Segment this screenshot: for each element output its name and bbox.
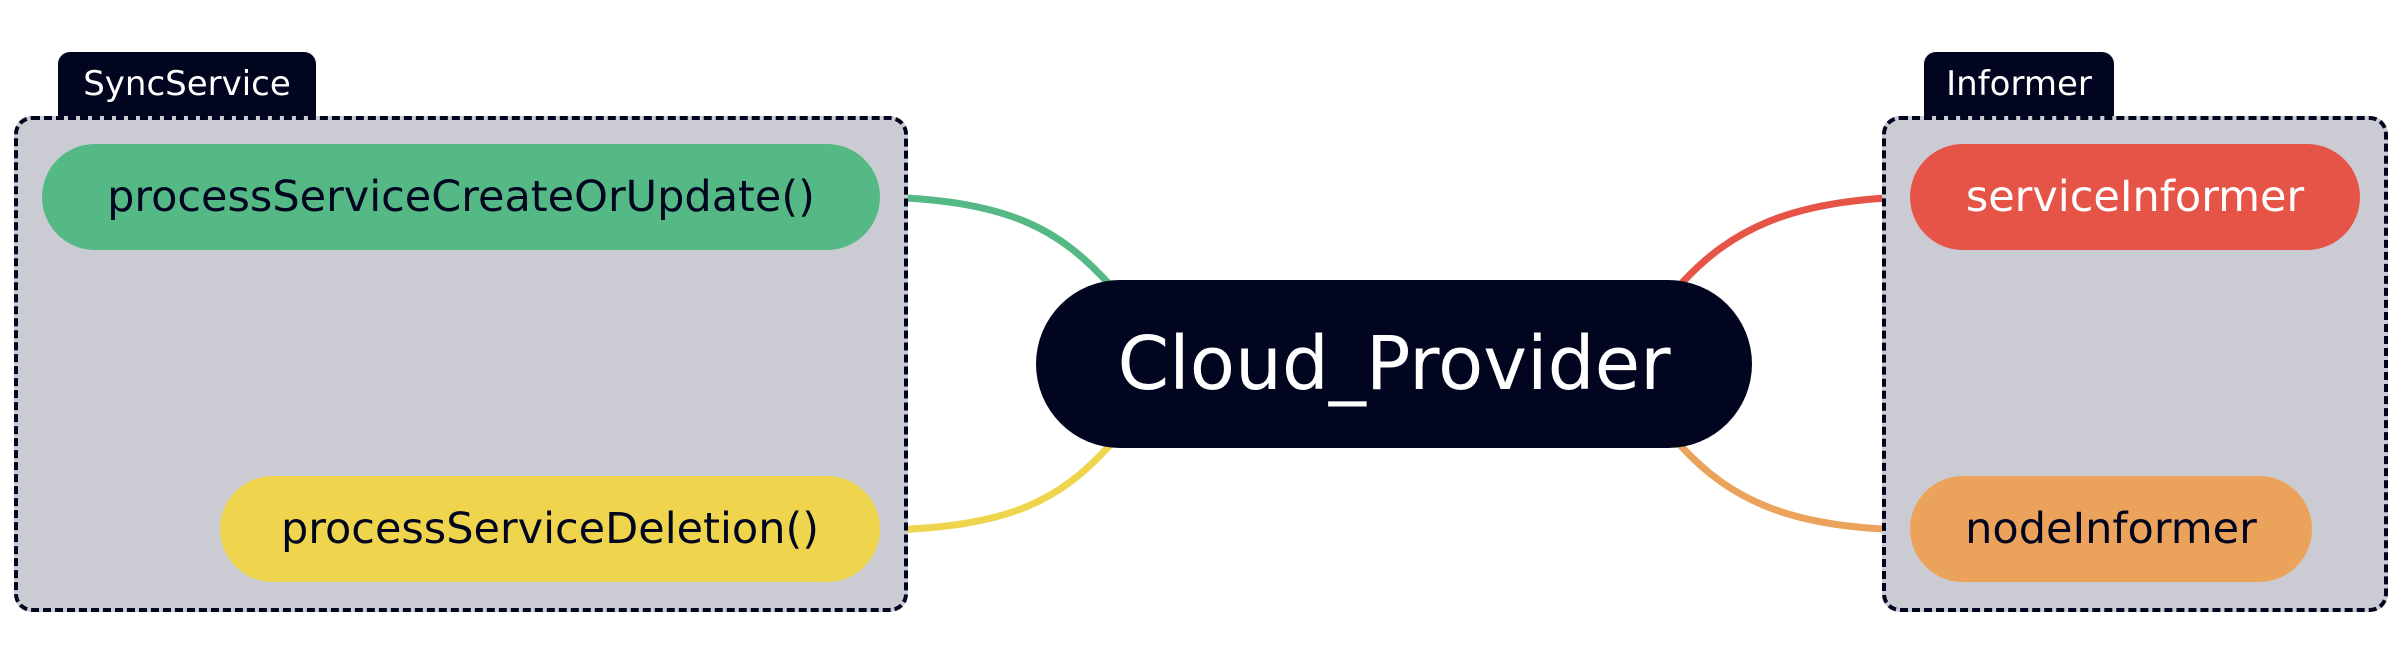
central-node-cloud-provider[interactable]: Cloud_Provider [1036,280,1752,448]
connector-service-informer [1676,193,1914,289]
node-process-service-create-or-update[interactable]: processServiceCreateOrUpdate() [42,144,880,250]
group-tab-informer: Informer [1924,52,2114,118]
connector-node-informer [1676,441,1914,534]
connector-create-or-update [876,193,1114,289]
node-node-informer[interactable]: nodeInformer [1910,476,2312,582]
group-tab-syncservice: SyncService [58,52,316,118]
node-process-service-deletion[interactable]: processServiceDeletion() [220,476,880,582]
node-service-informer[interactable]: serviceInformer [1910,144,2360,250]
connector-deletion [876,441,1114,534]
